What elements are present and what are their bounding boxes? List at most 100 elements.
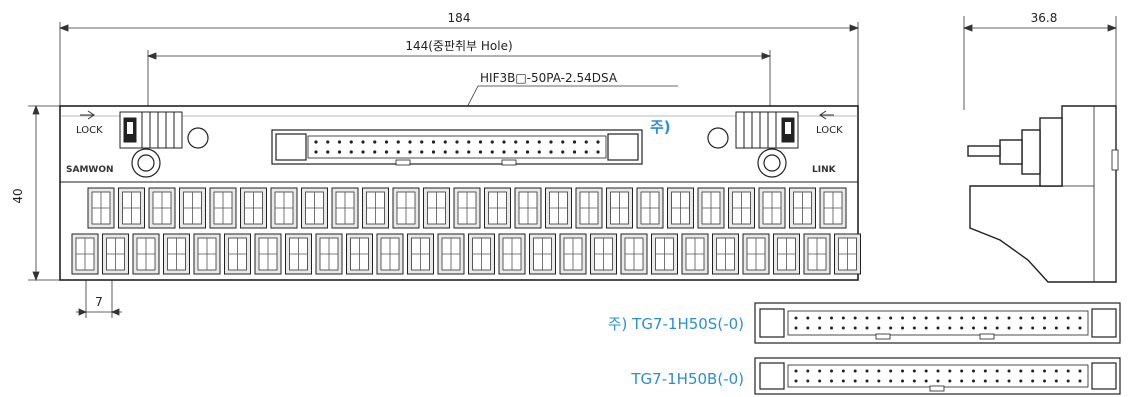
connector-pin bbox=[361, 140, 365, 144]
connector-pin bbox=[525, 150, 530, 154]
connector-pin bbox=[478, 150, 483, 154]
connector-pin bbox=[1019, 326, 1023, 330]
connector-pin bbox=[948, 379, 952, 383]
connector-pin bbox=[794, 316, 798, 320]
mounting-hole-upper-left bbox=[187, 127, 209, 149]
connector-pin bbox=[865, 326, 869, 330]
variant-label-s: 주) TG7-1H50S(-0) bbox=[608, 315, 744, 333]
connector-pin bbox=[549, 140, 553, 144]
connector-pin bbox=[561, 140, 565, 144]
lock-label-left: LOCK bbox=[76, 125, 103, 136]
terminal-screw bbox=[606, 187, 633, 229]
connector-pin bbox=[901, 379, 904, 383]
terminal-screw bbox=[468, 233, 495, 275]
connector-pin bbox=[995, 369, 999, 373]
connector-pin bbox=[995, 326, 999, 330]
terminal-screw bbox=[87, 187, 115, 229]
dimension-side-depth-label: 36.8 bbox=[1031, 11, 1058, 25]
terminal-screw bbox=[453, 187, 481, 229]
connector-pin bbox=[1043, 379, 1046, 383]
connector-pin bbox=[877, 369, 881, 373]
connector-pin bbox=[1031, 326, 1035, 330]
terminal-screw bbox=[285, 233, 312, 275]
terminal-screw bbox=[118, 187, 145, 229]
connector-pin bbox=[960, 369, 964, 373]
connector-pin bbox=[431, 140, 436, 144]
lock-switch-left bbox=[119, 111, 183, 149]
connector-pin bbox=[830, 369, 833, 373]
connector-pin bbox=[1019, 379, 1023, 383]
terminal-screw bbox=[742, 233, 770, 275]
terminal-screw bbox=[773, 233, 800, 275]
connector-pin bbox=[830, 326, 833, 330]
connector-pin bbox=[455, 140, 459, 144]
connector-pin bbox=[924, 379, 928, 383]
terminal-screw bbox=[331, 187, 359, 229]
terminal-row-upper bbox=[87, 187, 847, 229]
connector-pin bbox=[841, 379, 845, 383]
connector-pin bbox=[830, 379, 833, 383]
connector-pin bbox=[1043, 316, 1046, 320]
terminal-screw bbox=[346, 233, 373, 275]
connector-pin bbox=[972, 369, 975, 373]
terminal-screw bbox=[728, 187, 755, 229]
connector-pin bbox=[420, 150, 424, 154]
connector-pin bbox=[960, 379, 964, 383]
terminal-screw bbox=[651, 233, 678, 275]
dimension-width-total-label: 184 bbox=[448, 11, 471, 25]
connector-pin bbox=[396, 140, 400, 144]
terminal-screw bbox=[423, 187, 450, 229]
connector-pin bbox=[924, 316, 928, 320]
connector-pin bbox=[314, 150, 318, 154]
connector-pin bbox=[960, 316, 964, 320]
terminal-screw bbox=[240, 187, 267, 229]
connector-pin bbox=[841, 316, 845, 320]
connector-pin bbox=[936, 326, 940, 330]
connector-pin bbox=[431, 150, 436, 154]
connector-pin bbox=[1031, 369, 1035, 373]
connector-pin bbox=[1066, 316, 1070, 320]
connector-pin bbox=[889, 379, 893, 383]
connector-pin bbox=[443, 140, 447, 144]
connector-pin bbox=[1031, 379, 1035, 383]
terminal-screw bbox=[803, 233, 831, 275]
connector-pin bbox=[1007, 316, 1011, 320]
connector-pin bbox=[830, 316, 833, 320]
brand-label-right: LINK bbox=[812, 165, 837, 175]
connector-pin bbox=[853, 379, 857, 383]
connector-pin bbox=[1007, 326, 1011, 330]
connector-pin bbox=[1054, 326, 1058, 330]
lock-label-right: LOCK bbox=[816, 125, 843, 136]
connector-pin bbox=[490, 140, 494, 144]
connector-pin bbox=[1078, 379, 1082, 383]
connector-pin bbox=[337, 150, 342, 154]
terminal-screw bbox=[834, 233, 861, 275]
connector-pin bbox=[443, 150, 447, 154]
terminal-screw bbox=[620, 233, 648, 275]
connector-pin bbox=[337, 140, 342, 144]
terminal-screw bbox=[819, 187, 847, 229]
connector-pin bbox=[912, 326, 916, 330]
dimension-width-total bbox=[58, 22, 860, 106]
connector-pin bbox=[1019, 369, 1023, 373]
connector-pin bbox=[806, 316, 810, 320]
connector-pin bbox=[1078, 326, 1082, 330]
terminal-screw bbox=[315, 233, 343, 275]
connector-pin bbox=[960, 326, 964, 330]
connector-pin bbox=[1043, 326, 1046, 330]
variant-connector-s bbox=[754, 302, 1121, 344]
terminal-screw bbox=[224, 233, 251, 275]
connector-pin bbox=[936, 316, 940, 320]
connector-pin bbox=[326, 150, 330, 154]
terminal-screw bbox=[667, 187, 694, 229]
connector-pin bbox=[936, 369, 940, 373]
connector-pin bbox=[948, 316, 952, 320]
connector-pin bbox=[983, 369, 987, 373]
connector-pin bbox=[467, 150, 471, 154]
mounting-hole-lower-left bbox=[131, 148, 161, 178]
variant-connector-s-pins bbox=[794, 316, 1082, 330]
connector-pin bbox=[420, 140, 424, 144]
terminal-screw bbox=[163, 233, 190, 275]
brand-label-left: SAMWON bbox=[66, 165, 114, 175]
